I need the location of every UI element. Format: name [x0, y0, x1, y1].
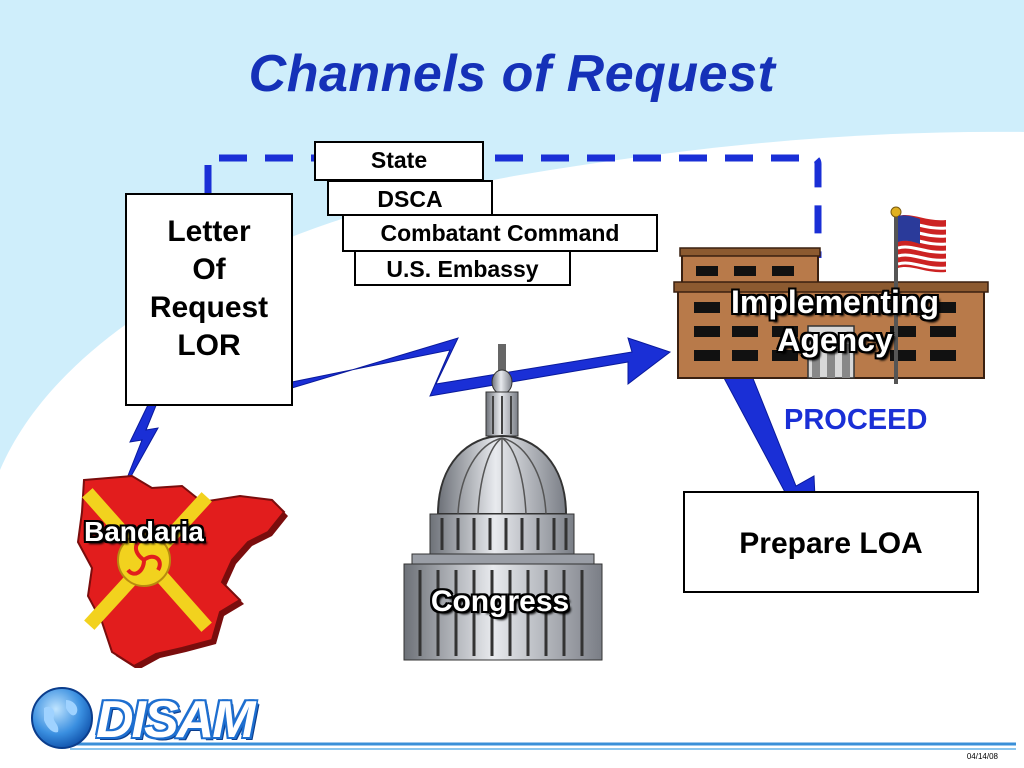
lightning-arrow-icon — [291, 337, 672, 397]
building-icon — [673, 206, 989, 384]
page-title: Channels of Request — [248, 45, 776, 103]
channel-us-embassy: U.S. Embassy — [354, 250, 571, 286]
implementing-agency-label: Implementing Agency — [690, 283, 980, 359]
globe-icon — [31, 687, 93, 749]
logo-text: DISAM — [96, 691, 256, 749]
us-flag-icon — [898, 215, 947, 273]
capitol-dome-icon — [403, 344, 603, 661]
implementing-agency-line-2: Agency — [777, 322, 893, 358]
prepare-loa-label: Prepare LOA — [739, 527, 923, 560]
country-map-icon — [76, 474, 288, 668]
lor-line-4: LOR — [177, 329, 241, 362]
channel-combatant-command: Combatant Command — [342, 214, 658, 252]
channel-dsca: DSCA — [327, 180, 493, 216]
proceed-label: PROCEED — [784, 404, 928, 436]
lor-line-2: Of — [192, 253, 226, 286]
channel-combatant-command-label: Combatant Command — [380, 220, 620, 246]
footer-date: 04/14/08 — [966, 752, 998, 761]
channel-state: State — [314, 141, 484, 181]
lor-line-3: Request — [149, 291, 269, 324]
country-label: Bandaria — [84, 516, 204, 547]
implementing-agency-line-1: Implementing — [730, 284, 939, 320]
lor-line-1: Letter — [167, 215, 251, 248]
channel-us-embassy-label: U.S. Embassy — [386, 256, 539, 282]
letter-of-request-box: Letter Of Request LOR — [125, 193, 293, 406]
prepare-loa-box: Prepare LOA — [683, 491, 979, 593]
channel-dsca-label: DSCA — [377, 186, 443, 212]
channel-state-label: State — [370, 147, 428, 173]
congress-label: Congress — [430, 585, 570, 618]
